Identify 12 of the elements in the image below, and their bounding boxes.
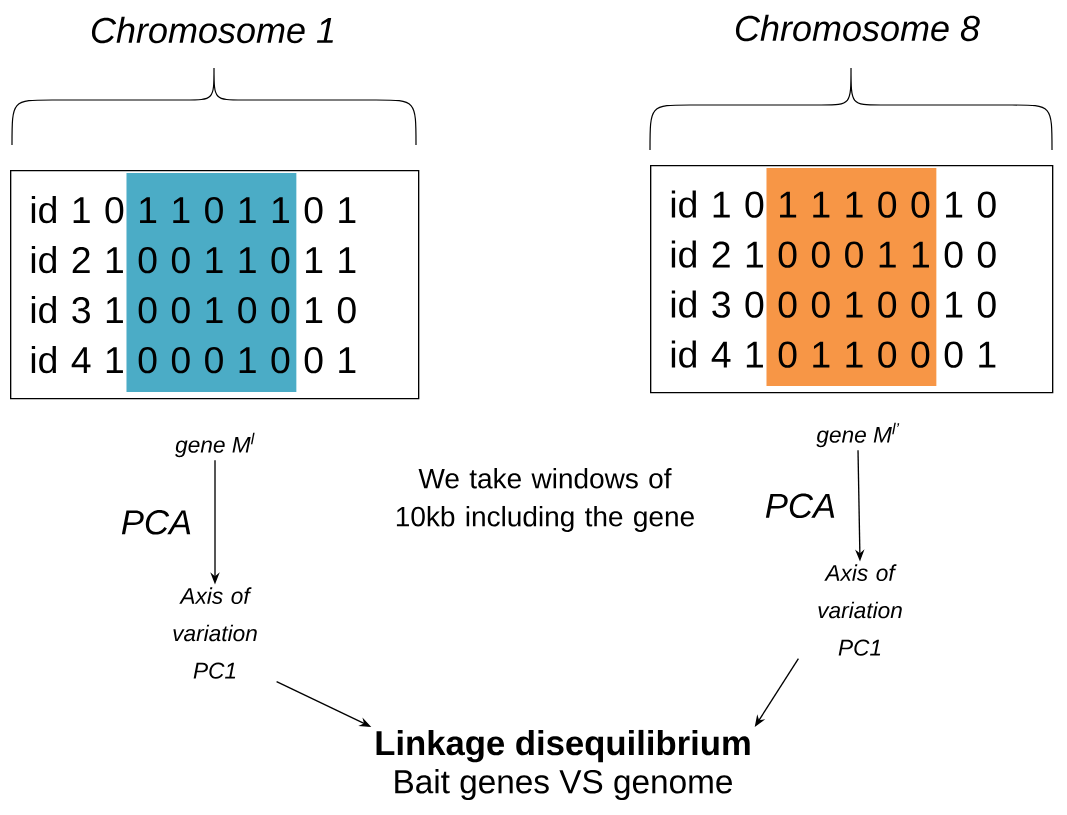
chromosome-title: Chromosome 8	[735, 14, 980, 42]
edge-label: PCA	[121, 510, 191, 535]
edge-label: PCA	[765, 493, 835, 519]
axis-label: Axis of variation PC1	[173, 587, 257, 679]
genotype-table: id 1 0 1 1 0 1 1 0 1 id 2 1 0 0 1 1 0 1 1 id 3 1 0 0 1 0 0 1 0 id 4 1 0 0 0 1 0 0 1	[10, 170, 420, 400]
gene-label: gene M$^{l}$	[175, 432, 255, 458]
result-text: Linkage disequilibrium Bait genes VS genome	[376, 729, 750, 801]
chromosome-title: Chromosome 1	[91, 16, 333, 44]
note-text: We take windows of 10kb including the gene	[396, 467, 694, 533]
gene-label: gene M$^{l’}$	[816, 422, 900, 448]
genotype-table: id 1 0 1 1 1 0 0 1 0 id 2 1 0 0 0 1 1 0 0 id 3 0 0 0 1 0 0 1 0 id 4 1 0 1 1 0 0 0 1	[650, 165, 1054, 394]
axis-label: Axis of variation PC1	[818, 564, 902, 656]
